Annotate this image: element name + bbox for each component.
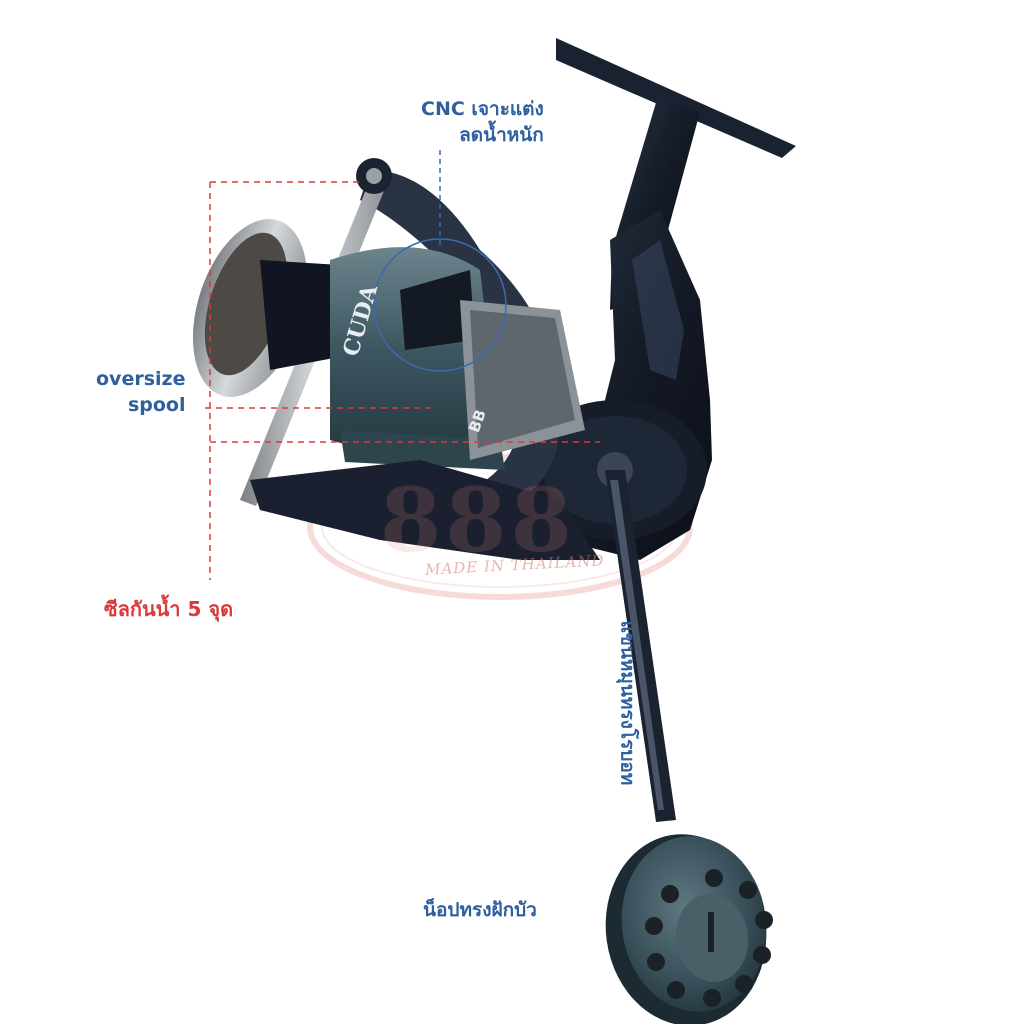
cnc-highlight-circle <box>373 238 507 372</box>
oversize-annotation-line2: spool <box>127 394 186 416</box>
crank-arm-annotation: แขนหมุนทรงโรบอท <box>616 620 639 786</box>
cnc-annotation-line1: CNC เจาะแต่ง <box>421 98 544 120</box>
watermark-logo-text: 888 <box>380 468 576 572</box>
cnc-annotation-line2: ลดน้ำหนัก <box>459 124 544 146</box>
spool <box>192 219 505 470</box>
seal-annotation: ซีลกันน้ำ 5 จุด <box>104 597 234 621</box>
cnc-annotation: CNC เจาะแต่ง ลดน้ำหนัก <box>421 96 544 148</box>
oversize-spool-annotation: oversize spool <box>96 366 185 418</box>
callout-lines <box>205 150 600 580</box>
knob-annotation: น็อปทรงฝักบัว <box>423 899 537 921</box>
crank-knob <box>605 834 773 1024</box>
crank-arm <box>597 452 676 822</box>
reel-base <box>250 460 600 560</box>
oversize-annotation-line1: oversize <box>96 368 186 390</box>
rotor <box>460 300 585 460</box>
